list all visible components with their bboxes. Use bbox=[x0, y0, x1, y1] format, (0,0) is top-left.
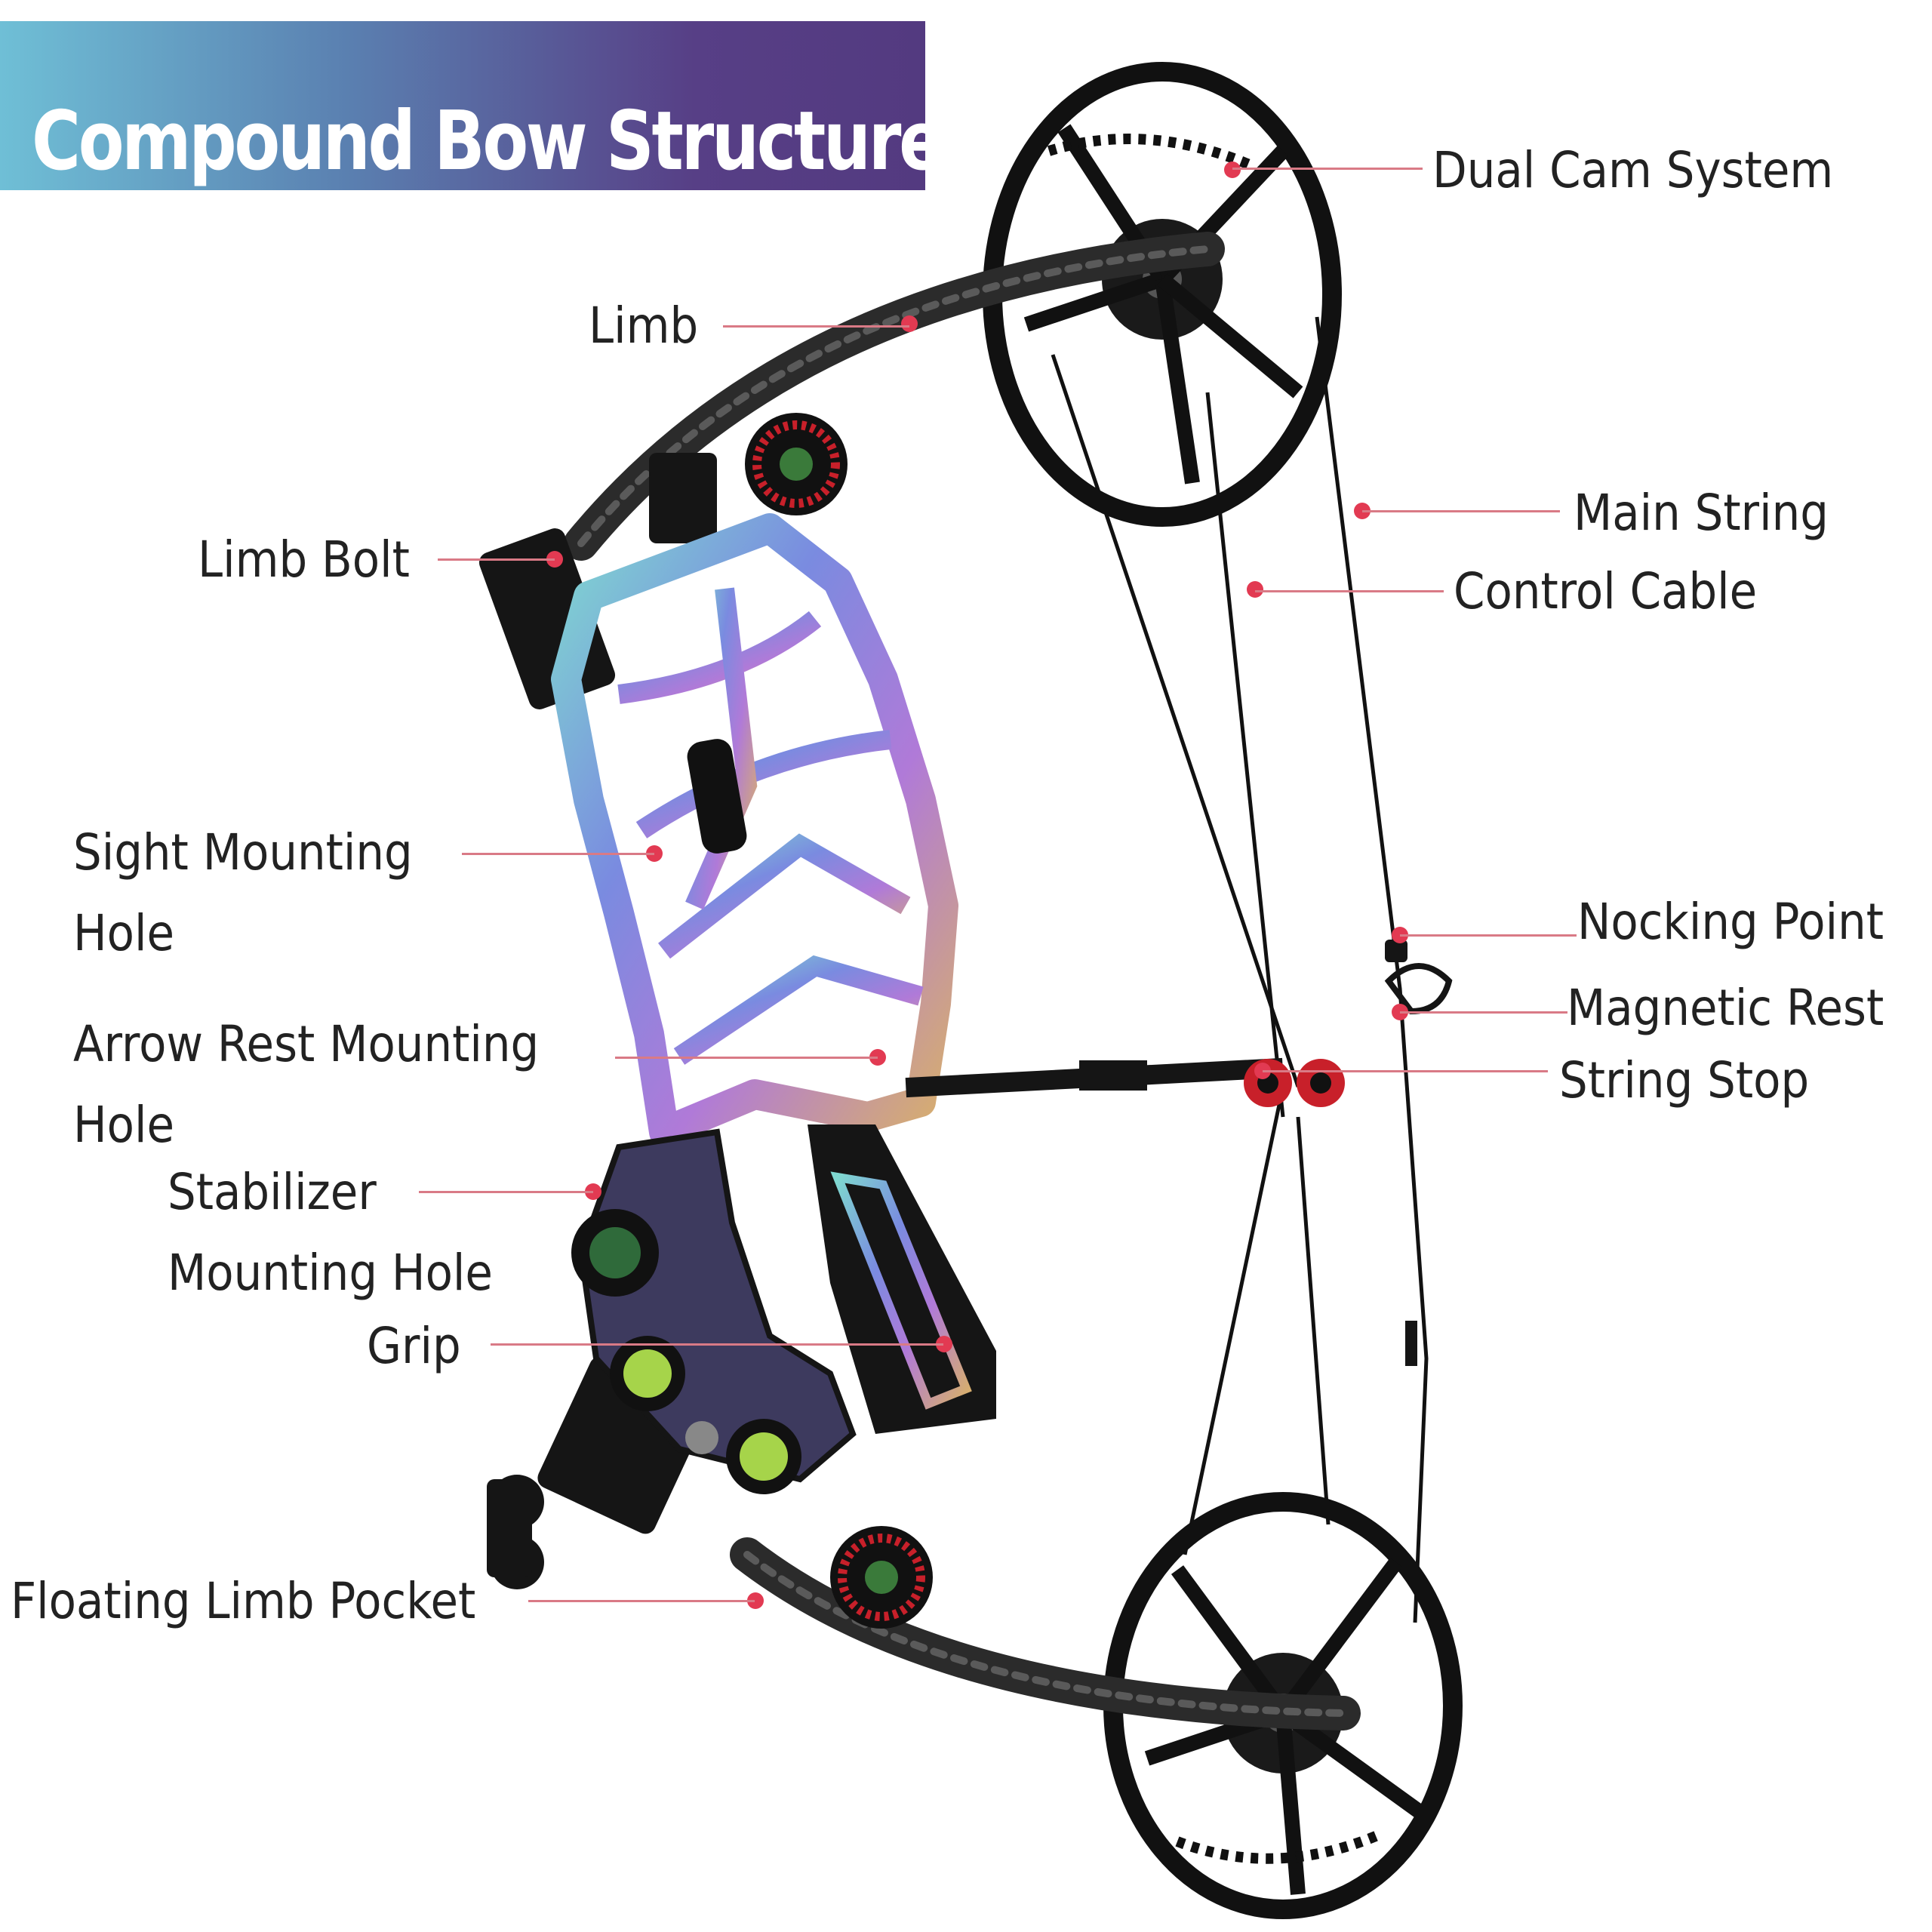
floating-limb-pocket-label: Floating Limb Pocket bbox=[11, 1572, 476, 1630]
floating-limb-pocket-marker bbox=[747, 1592, 764, 1609]
arrow-rest-mounting-hole-leader bbox=[615, 1057, 878, 1059]
lower-riser bbox=[571, 1128, 857, 1494]
control-cable-lower bbox=[1183, 1086, 1285, 1555]
sight-mounting-hole-leader bbox=[462, 853, 654, 855]
string-stop-rod bbox=[905, 1057, 1345, 1107]
grip-marker bbox=[936, 1336, 952, 1352]
string-accessories bbox=[1384, 940, 1453, 1366]
stabilizer-mounting-hole-marker bbox=[585, 1183, 601, 1200]
stabilizer-mounting-hole-label-line-2: Mounting Hole bbox=[168, 1244, 493, 1302]
control-cable-label: Control Cable bbox=[1454, 562, 1758, 620]
title-banner bbox=[0, 21, 925, 190]
limb-bolt-leader bbox=[438, 558, 555, 561]
arrow-rest-mounting-hole-label-line-2: Hole bbox=[73, 1096, 175, 1154]
limb-label: Limb bbox=[589, 297, 699, 355]
sight-mounting-hole-marker bbox=[646, 845, 663, 862]
dual-cam-system-leader bbox=[1232, 168, 1423, 170]
string-stop-leader bbox=[1263, 1070, 1548, 1072]
control-cable-upper bbox=[1051, 354, 1300, 1088]
limb-bolt-marker bbox=[546, 551, 563, 568]
limb-bolt-label: Limb Bolt bbox=[198, 531, 410, 589]
grip bbox=[808, 1124, 996, 1434]
sight-mounting-hole-label-line-2: Hole bbox=[73, 904, 175, 962]
main-string-leader bbox=[1362, 510, 1560, 512]
string-stop-label: String Stop bbox=[1559, 1051, 1810, 1109]
main-string bbox=[1315, 316, 1429, 1623]
dual-cam-system-marker bbox=[1224, 162, 1241, 178]
dual-cam-system-label: Dual Cam System bbox=[1432, 141, 1834, 199]
stabilizer-mounting-hole-leader bbox=[419, 1191, 593, 1193]
arrow-rest-mounting-hole-marker bbox=[869, 1049, 886, 1066]
control-cable-marker bbox=[1247, 581, 1263, 598]
limb-marker bbox=[901, 315, 918, 332]
nocking-point-leader bbox=[1400, 934, 1577, 937]
control-cable-lower-2 bbox=[1296, 1116, 1331, 1525]
arrow-rest-mounting-hole-label-line-1: Arrow Rest Mounting bbox=[73, 1015, 540, 1073]
magnetic-rest-label: Magnetic Rest bbox=[1567, 979, 1884, 1037]
riser bbox=[551, 513, 958, 1147]
control-cable-leader bbox=[1255, 590, 1444, 592]
magnetic-rest-leader bbox=[1400, 1011, 1567, 1014]
grip-label: Grip bbox=[367, 1317, 461, 1375]
limb-leader bbox=[723, 325, 909, 328]
nocking-point-label: Nocking Point bbox=[1577, 893, 1884, 951]
page-title: Compound Bow Structure bbox=[32, 94, 944, 189]
main-string-label: Main String bbox=[1574, 484, 1829, 542]
roller-wheels bbox=[745, 413, 933, 1629]
stabilizer-mounting-hole-label-line-1: Stabilizer bbox=[168, 1163, 377, 1221]
limbs bbox=[564, 232, 1361, 1730]
floating-limb-pocket-leader bbox=[528, 1600, 755, 1602]
sight-mounting-hole-label-line-1: Sight Mounting bbox=[73, 823, 413, 881]
upper-cam bbox=[983, 62, 1342, 527]
grip-leader bbox=[491, 1343, 943, 1346]
